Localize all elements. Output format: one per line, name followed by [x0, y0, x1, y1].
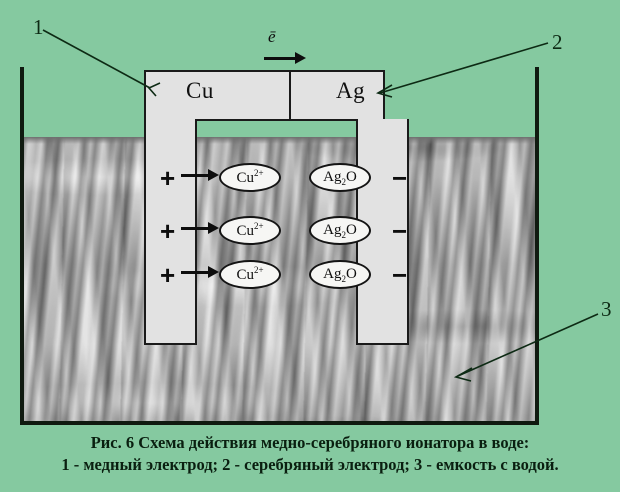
negative-charge-sign: −	[392, 260, 408, 290]
water-body	[24, 137, 535, 421]
silver-oxide-bubble: Ag2O	[309, 163, 371, 192]
copper-electrode-bar	[144, 119, 197, 345]
positive-charge-sign: +	[160, 260, 176, 290]
electron-label: ē	[268, 27, 276, 46]
copper-electrode-label: Cu	[186, 78, 214, 103]
water-texture	[24, 137, 535, 421]
ion-flow-arrow-icon	[181, 222, 219, 234]
caption-line-1: Рис. 6 Схема действия медно-серебряного …	[90, 433, 530, 452]
ion-flow-arrow-icon	[181, 169, 219, 181]
electron-flow-arrow-icon	[264, 52, 306, 64]
ion-flow-arrow-icon	[181, 266, 219, 278]
figure-caption: Рис. 6 Схема действия медно-серебряного …	[0, 432, 620, 476]
caption-line-2: 1 - медный электрод; 2 - серебряный элек…	[61, 455, 559, 475]
callout-number-1: 1	[33, 15, 44, 39]
negative-charge-sign: −	[392, 163, 408, 193]
silver-oxide-bubble: Ag2O	[309, 216, 371, 245]
vessel-wall-right	[535, 67, 539, 425]
copper-ion-bubble: Cu2+	[219, 216, 281, 245]
positive-charge-sign: +	[160, 163, 176, 193]
water-surface-line	[24, 137, 535, 144]
silver-oxide-bubble: Ag2O	[309, 260, 371, 289]
callout-number-3: 3	[601, 297, 612, 321]
copper-ion-bubble: Cu2+	[219, 163, 281, 192]
positive-charge-sign: +	[160, 216, 176, 246]
electrode-top-plate: Cu Ag	[144, 70, 385, 121]
silver-electrode-label: Ag	[336, 78, 366, 103]
electrode-divider	[289, 72, 291, 119]
negative-charge-sign: −	[392, 216, 408, 246]
copper-ion-bubble: Cu2+	[219, 260, 281, 289]
vessel-wall-bottom	[20, 421, 539, 425]
vessel-wall-left	[20, 67, 24, 425]
water-vessel	[20, 67, 539, 425]
callout-number-2: 2	[552, 30, 563, 54]
